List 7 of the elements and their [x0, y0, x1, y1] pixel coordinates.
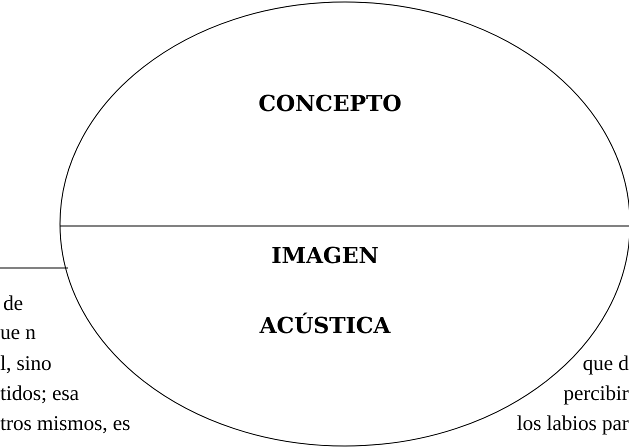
text-fragment: percibir [564, 385, 629, 404]
text-fragment: que d [584, 355, 629, 374]
text-fragment: ue n [0, 329, 36, 340]
text-fragment: los labios par [517, 415, 629, 434]
text-fragment: de [4, 295, 22, 310]
text-fragment: tidos; esa [0, 385, 79, 404]
text-fragment: tros mismos, es [0, 416, 130, 434]
